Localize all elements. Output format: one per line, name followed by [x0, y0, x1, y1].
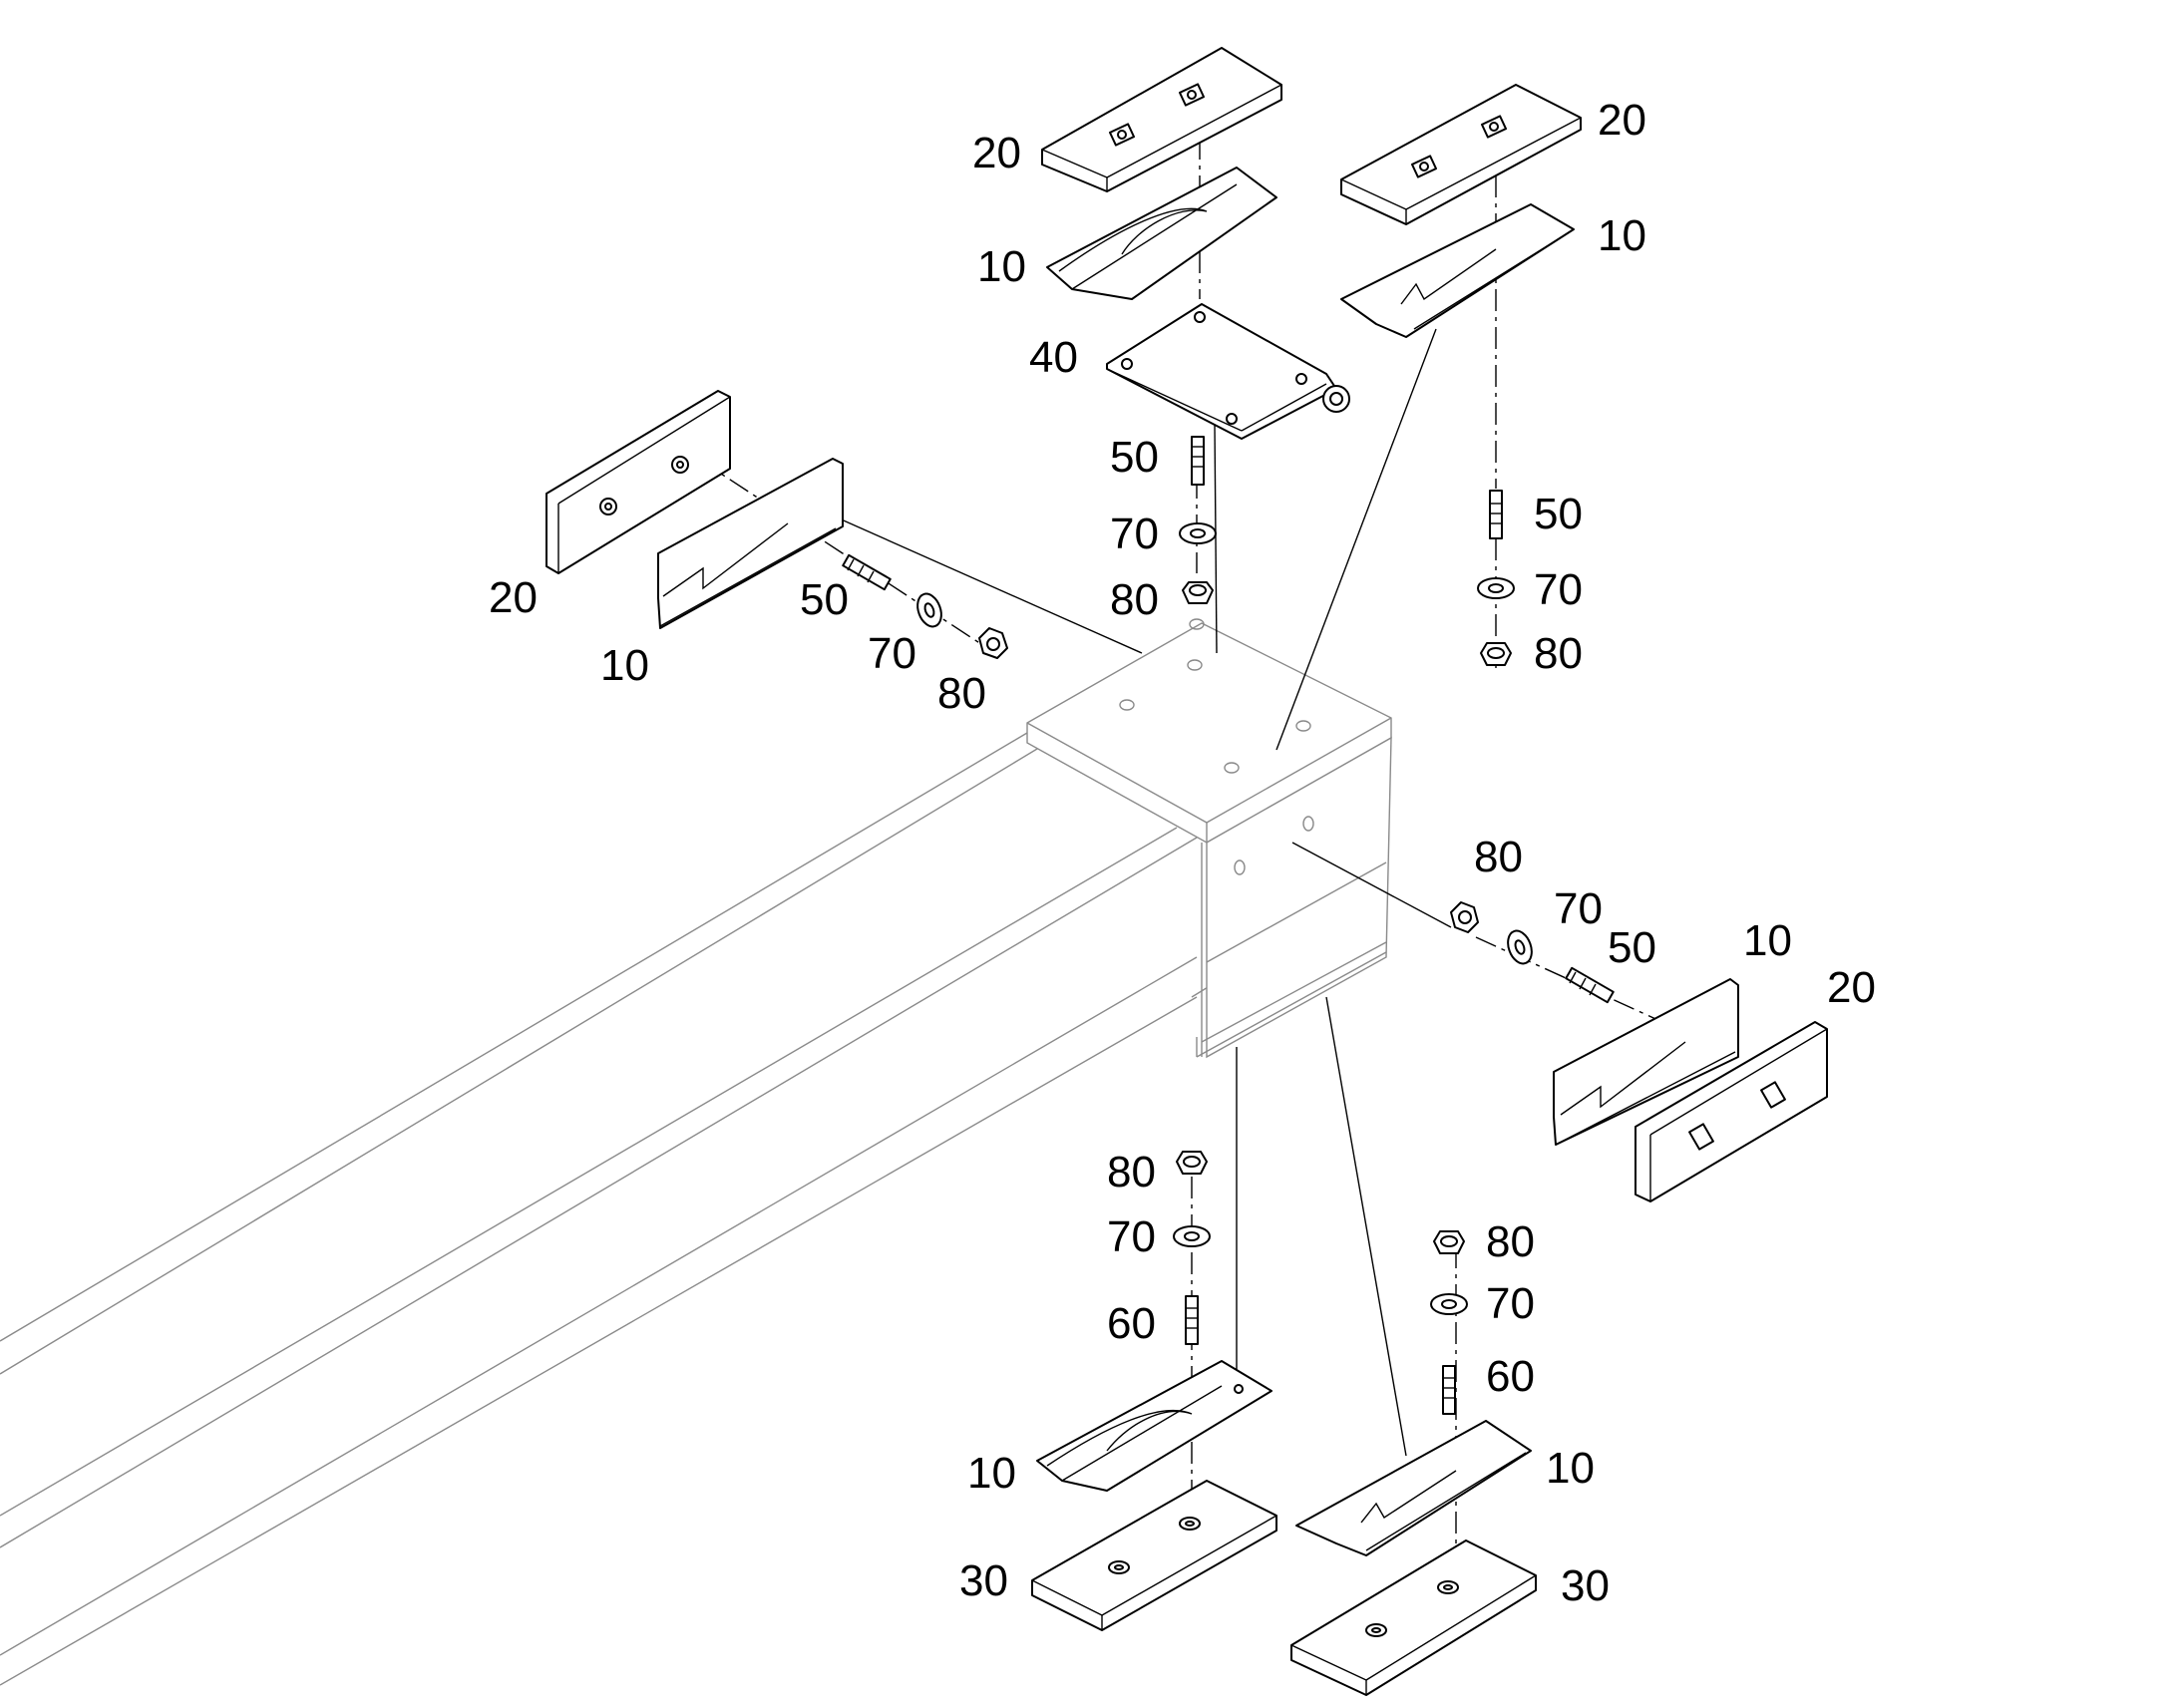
- top-left-shim-10: [1046, 167, 1277, 300]
- left-washer-70: [916, 592, 942, 628]
- bottom-left-shim-10: [1036, 1360, 1272, 1492]
- callout-50-top-right: 50: [1534, 490, 1583, 538]
- top-right-wear-pad-20: [1340, 84, 1582, 225]
- callout-20-top-right: 20: [1598, 96, 1646, 145]
- left-nut-80: [978, 627, 1008, 659]
- bottom-right-stud-60: [1442, 1365, 1456, 1415]
- top-left-nut-80: [1182, 581, 1214, 604]
- callout-10-top-right: 10: [1598, 211, 1646, 260]
- callout-80-top-right: 80: [1534, 629, 1583, 678]
- callout-10-bottom-right: 10: [1546, 1444, 1595, 1493]
- bottom-left-stud-60: [1185, 1295, 1199, 1345]
- left-shim-10: [657, 458, 844, 629]
- left-wear-pad-20: [545, 390, 731, 574]
- top-right-stud-50: [1489, 490, 1503, 539]
- top-right-washer-70: [1477, 577, 1515, 599]
- callout-50-left: 50: [800, 575, 849, 624]
- callout-60-bottom-right: 60: [1486, 1352, 1535, 1401]
- callout-70-left: 70: [868, 629, 916, 678]
- callout-10-bottom-left: 10: [967, 1449, 1016, 1498]
- top-left-washer-70: [1179, 522, 1217, 544]
- top-left-mount-plate-40: [1106, 303, 1350, 440]
- bottom-right-wear-pad-30: [1290, 1539, 1537, 1696]
- callout-80-top-left: 80: [1110, 575, 1159, 624]
- right-wear-pad-20: [1635, 1021, 1828, 1202]
- callout-10-left: 10: [600, 641, 649, 690]
- bottom-right-shim-10: [1295, 1420, 1532, 1556]
- callout-20-top-left: 20: [972, 129, 1021, 177]
- bottom-right-nut-80: [1433, 1230, 1465, 1254]
- callout-70-top-right: 70: [1534, 565, 1583, 614]
- main-beam: [0, 618, 1392, 1686]
- callout-80-bottom-left: 80: [1107, 1148, 1156, 1196]
- callout-80-right: 80: [1474, 833, 1523, 881]
- callout-80-bottom-right: 80: [1486, 1217, 1535, 1266]
- right-stud-50: [1565, 966, 1615, 1004]
- top-left-stud-50: [1191, 436, 1205, 486]
- callout-50-right: 50: [1608, 923, 1656, 972]
- callout-70-top-left: 70: [1110, 510, 1159, 558]
- right-nut-80: [1450, 901, 1479, 933]
- callout-labels: 20 10 40 50 70 80 20 10 50 70 80 20 10 5…: [489, 96, 1876, 1610]
- left-stud-50: [842, 553, 892, 591]
- callout-10-right: 10: [1743, 916, 1792, 965]
- top-left-wear-pad-20: [1041, 47, 1282, 192]
- callout-40: 40: [1029, 333, 1078, 382]
- callout-70-right: 70: [1554, 884, 1603, 933]
- top-right-shim-10: [1340, 203, 1575, 338]
- bottom-left-nut-80: [1176, 1151, 1208, 1175]
- callout-50-top-left: 50: [1110, 433, 1159, 482]
- callout-60-bottom-left: 60: [1107, 1299, 1156, 1348]
- bottom-right-washer-70: [1430, 1293, 1468, 1315]
- callout-70-bottom-left: 70: [1107, 1212, 1156, 1261]
- bottom-left-wear-pad-30: [1031, 1480, 1277, 1631]
- bottom-left-washer-70: [1173, 1225, 1211, 1247]
- top-right-nut-80: [1480, 642, 1512, 666]
- callout-20-right: 20: [1827, 963, 1876, 1012]
- callout-30-bottom-left: 30: [959, 1556, 1008, 1605]
- callout-10-top-left: 10: [977, 242, 1026, 291]
- callout-30-bottom-right: 30: [1561, 1561, 1610, 1610]
- callout-80-left: 80: [937, 669, 986, 718]
- right-washer-70: [1507, 929, 1533, 965]
- right-shim-10: [1553, 978, 1739, 1146]
- callout-70-bottom-right: 70: [1486, 1279, 1535, 1328]
- callout-20-left: 20: [489, 573, 538, 622]
